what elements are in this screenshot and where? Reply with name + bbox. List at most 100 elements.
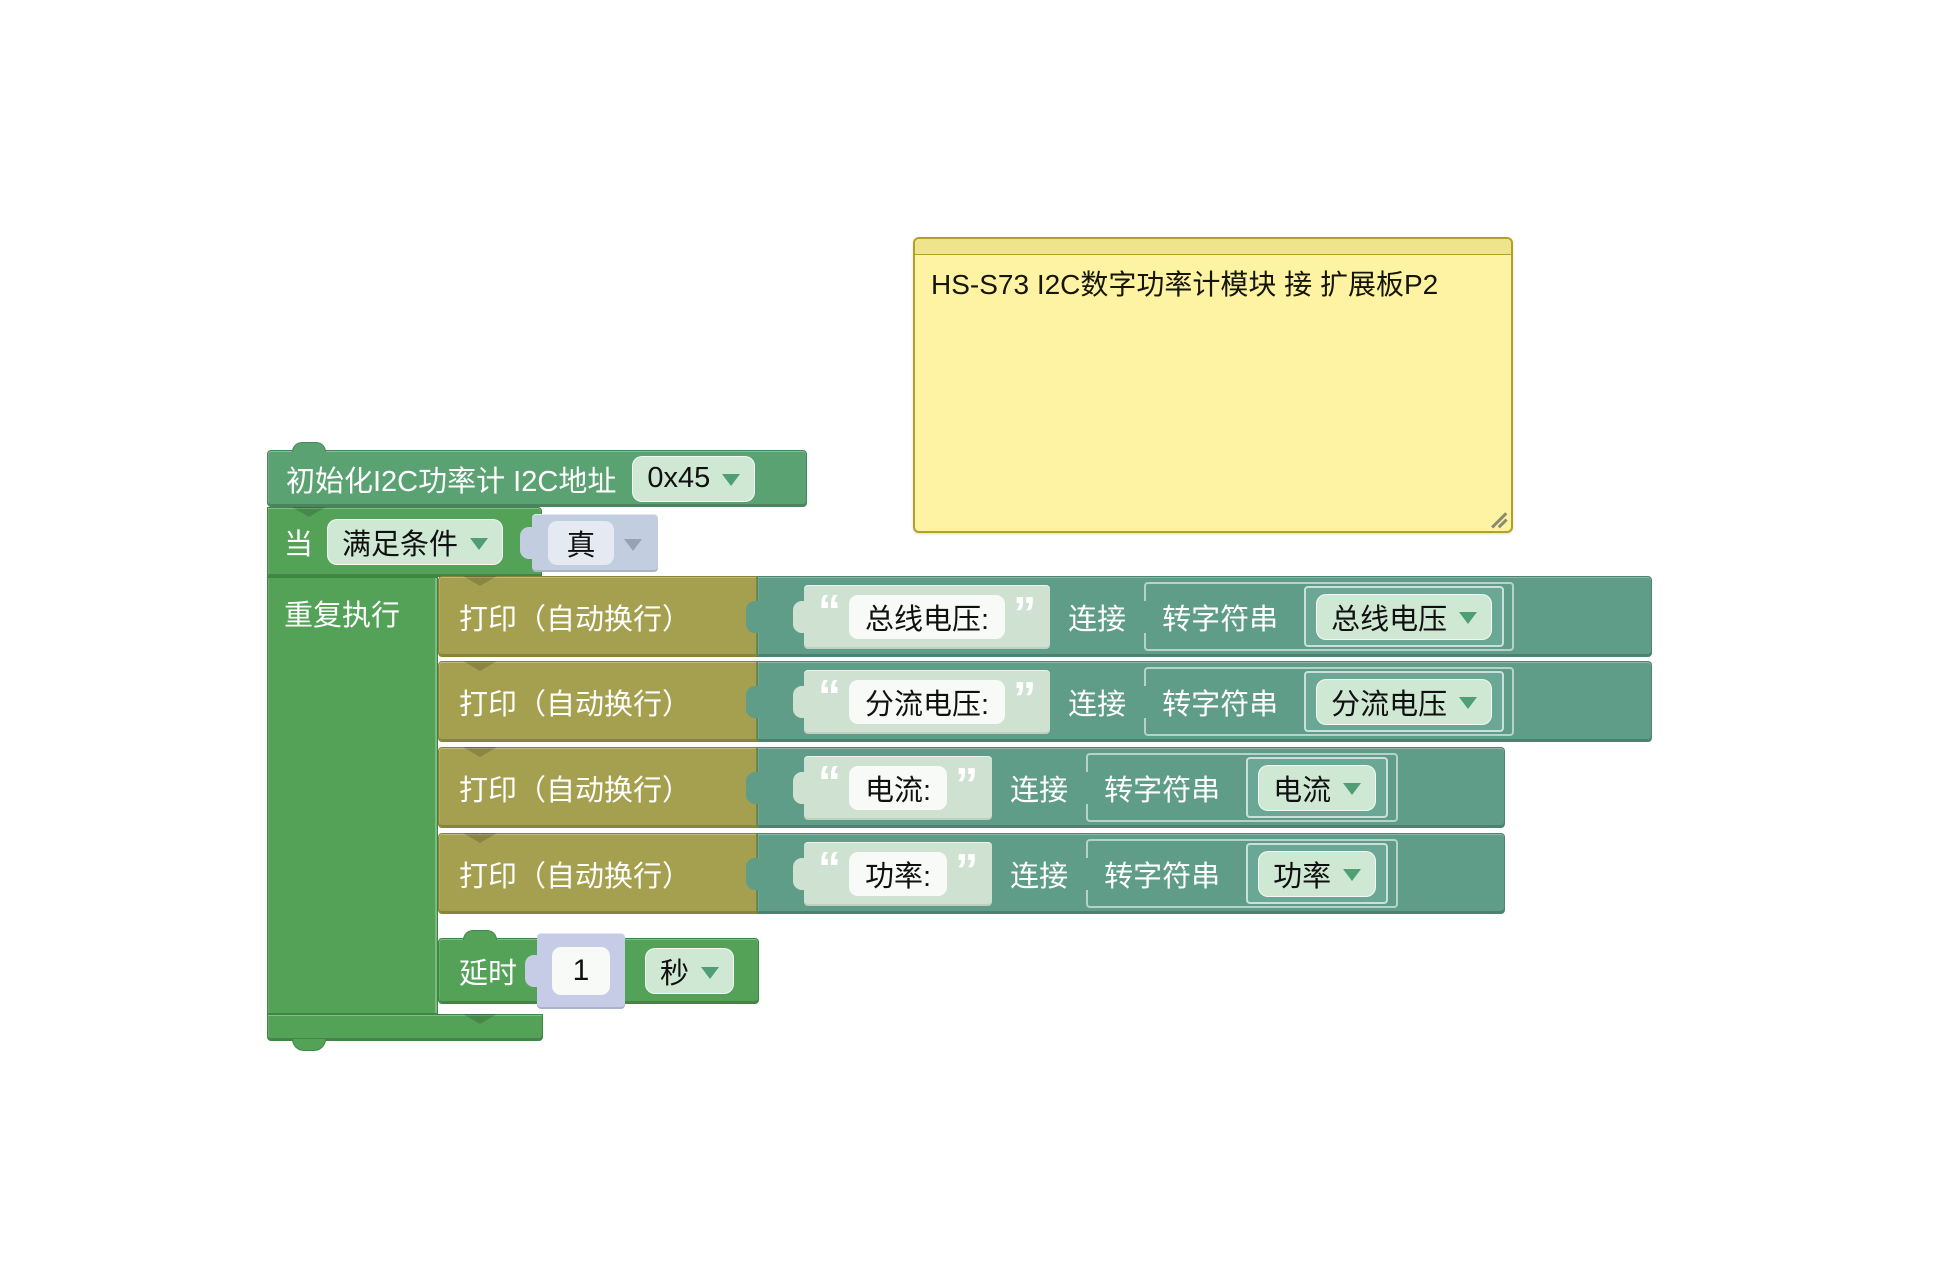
dropdown-arrow-icon[interactable] <box>624 538 642 551</box>
variable-block[interactable]: 总线电压 <box>1304 586 1505 647</box>
to-string-label: 转字符串 <box>1104 860 1221 893</box>
i2c-address-dropdown[interactable]: 0x45 <box>632 455 756 502</box>
print-statement-row: 打印（自动换行） “ 功率: ” 连接 转字符串 功率 <box>438 833 1505 914</box>
output-tab <box>746 600 760 633</box>
variable-dropdown[interactable]: 总线电压 <box>1316 593 1493 640</box>
number-field[interactable]: 1 <box>552 947 611 995</box>
print-block[interactable]: 打印（自动换行） <box>438 833 757 914</box>
variable-name: 总线电压 <box>1331 603 1448 636</box>
join-label: 连接 <box>1010 774 1069 807</box>
connector-notch <box>463 747 497 757</box>
dropdown-arrow-icon <box>1343 783 1362 795</box>
connector-notch <box>463 833 497 843</box>
time-unit-value: 秒 <box>660 958 690 990</box>
while-block-header[interactable]: 当 满足条件 <box>267 507 542 577</box>
print-block-label: 打印（自动换行） <box>459 774 692 807</box>
output-tab <box>746 857 760 890</box>
variable-name: 电流 <box>1273 774 1332 807</box>
variable-dropdown[interactable]: 功率 <box>1258 850 1377 897</box>
dropdown-arrow-icon <box>1459 697 1478 709</box>
join-block[interactable]: “ 分流电压: ” 连接 转字符串 分流电压 <box>746 661 1652 742</box>
time-unit-dropdown[interactable]: 秒 <box>645 948 735 994</box>
string-block[interactable]: “ 总线电压: ” <box>793 584 1051 649</box>
open-quote-icon: “ <box>818 584 841 637</box>
string-field[interactable]: 功率: <box>849 851 948 896</box>
init-block-label: 初始化I2C功率计 I2C地址 <box>286 465 617 498</box>
string-block[interactable]: “ 分流电压: ” <box>793 669 1051 734</box>
repeat-container-foot[interactable] <box>267 1014 543 1051</box>
boolean-true-block[interactable]: 真 <box>520 514 658 572</box>
to-string-block[interactable]: 转字符串 电流 <box>1076 753 1399 822</box>
dropdown-arrow-icon <box>722 474 741 486</box>
join-block[interactable]: “ 总线电压: ” 连接 转字符串 总线电压 <box>746 576 1652 657</box>
variable-dropdown[interactable]: 分流电压 <box>1316 678 1493 725</box>
connector-notch <box>463 661 497 671</box>
variable-name: 分流电压 <box>1331 688 1448 721</box>
print-block[interactable]: 打印（自动换行） <box>438 661 757 742</box>
dropdown-arrow-icon <box>1343 869 1362 881</box>
close-quote-icon: ” <box>955 757 979 810</box>
boolean-value: 真 <box>548 521 614 565</box>
string-field[interactable]: 总线电压: <box>849 594 1006 639</box>
join-label: 连接 <box>1068 603 1127 636</box>
previous-connector-bump <box>292 442 326 452</box>
condition-value: 满足条件 <box>342 529 459 561</box>
previous-connector-bump <box>463 930 497 940</box>
init-power-meter-block[interactable]: 初始化I2C功率计 I2C地址 0x45 <box>267 442 807 507</box>
delay-block[interactable]: 延时 1 秒 <box>438 930 760 1009</box>
variable-block[interactable]: 分流电压 <box>1304 671 1505 732</box>
join-block[interactable]: “ 电流: ” 连接 转字符串 电流 <box>746 747 1505 828</box>
to-string-block[interactable]: 转字符串 分流电压 <box>1134 667 1515 736</box>
string-field[interactable]: 分流电压: <box>849 679 1006 724</box>
output-tab <box>1076 771 1091 804</box>
print-statement-row: 打印（自动换行） “ 分流电压: ” 连接 转字符串 分流电压 <box>438 661 1652 742</box>
open-quote-icon: “ <box>818 669 841 722</box>
delay-label: 延时 <box>459 958 518 990</box>
string-field[interactable]: 电流: <box>849 765 948 810</box>
output-tab <box>525 955 540 987</box>
output-tab <box>793 685 807 718</box>
print-block[interactable]: 打印（自动换行） <box>438 747 757 828</box>
variable-block[interactable]: 功率 <box>1246 843 1389 904</box>
to-string-label: 转字符串 <box>1162 603 1279 636</box>
resize-handle-icon[interactable] <box>1490 510 1508 529</box>
output-tab <box>746 771 760 804</box>
string-block[interactable]: “ 功率: ” <box>793 841 993 906</box>
variable-name: 功率 <box>1273 860 1332 893</box>
output-tab <box>1134 600 1149 633</box>
join-block[interactable]: “ 功率: ” 连接 转字符串 功率 <box>746 833 1505 914</box>
output-tab <box>746 685 760 718</box>
output-tab <box>793 600 807 633</box>
print-block[interactable]: 打印（自动换行） <box>438 576 757 657</box>
print-block-label: 打印（自动换行） <box>459 603 692 636</box>
number-block[interactable]: 1 <box>525 933 626 1009</box>
comment-note[interactable]: HS-S73 I2C数字功率计模块 接 扩展板P2 <box>913 237 1513 533</box>
i2c-address-value: 0x45 <box>647 462 711 494</box>
output-tab <box>1134 685 1149 718</box>
to-string-label: 转字符串 <box>1104 774 1221 807</box>
to-string-block[interactable]: 转字符串 功率 <box>1076 839 1399 908</box>
to-string-block[interactable]: 转字符串 总线电压 <box>1134 582 1515 651</box>
repeat-label: 重复执行 <box>284 600 401 632</box>
comment-note-header[interactable] <box>915 239 1511 255</box>
join-label: 连接 <box>1068 688 1127 721</box>
repeat-container-body[interactable]: 重复执行 <box>267 577 438 1014</box>
connector-notch <box>292 507 326 517</box>
variable-block[interactable]: 电流 <box>1246 757 1389 818</box>
print-statement-row: 打印（自动换行） “ 电流: ” 连接 转字符串 电流 <box>438 747 1505 828</box>
output-tab <box>1076 857 1091 890</box>
open-quote-icon: “ <box>818 755 841 808</box>
comment-note-text[interactable]: HS-S73 I2C数字功率计模块 接 扩展板P2 <box>931 269 1439 300</box>
print-statement-row: 打印（自动换行） “ 总线电压: ” 连接 转字符串 总线电压 <box>438 576 1652 657</box>
condition-dropdown[interactable]: 满足条件 <box>327 519 504 565</box>
close-quote-icon: ” <box>1013 586 1037 639</box>
open-quote-icon: “ <box>818 841 841 894</box>
connector-notch <box>463 576 497 586</box>
next-connector-bump <box>292 1039 326 1051</box>
print-block-label: 打印（自动换行） <box>459 860 692 893</box>
string-block[interactable]: “ 电流: ” <box>793 755 993 820</box>
close-quote-icon: ” <box>955 843 979 896</box>
output-tab <box>793 857 807 890</box>
variable-dropdown[interactable]: 电流 <box>1258 764 1377 811</box>
dropdown-arrow-icon <box>470 537 489 550</box>
